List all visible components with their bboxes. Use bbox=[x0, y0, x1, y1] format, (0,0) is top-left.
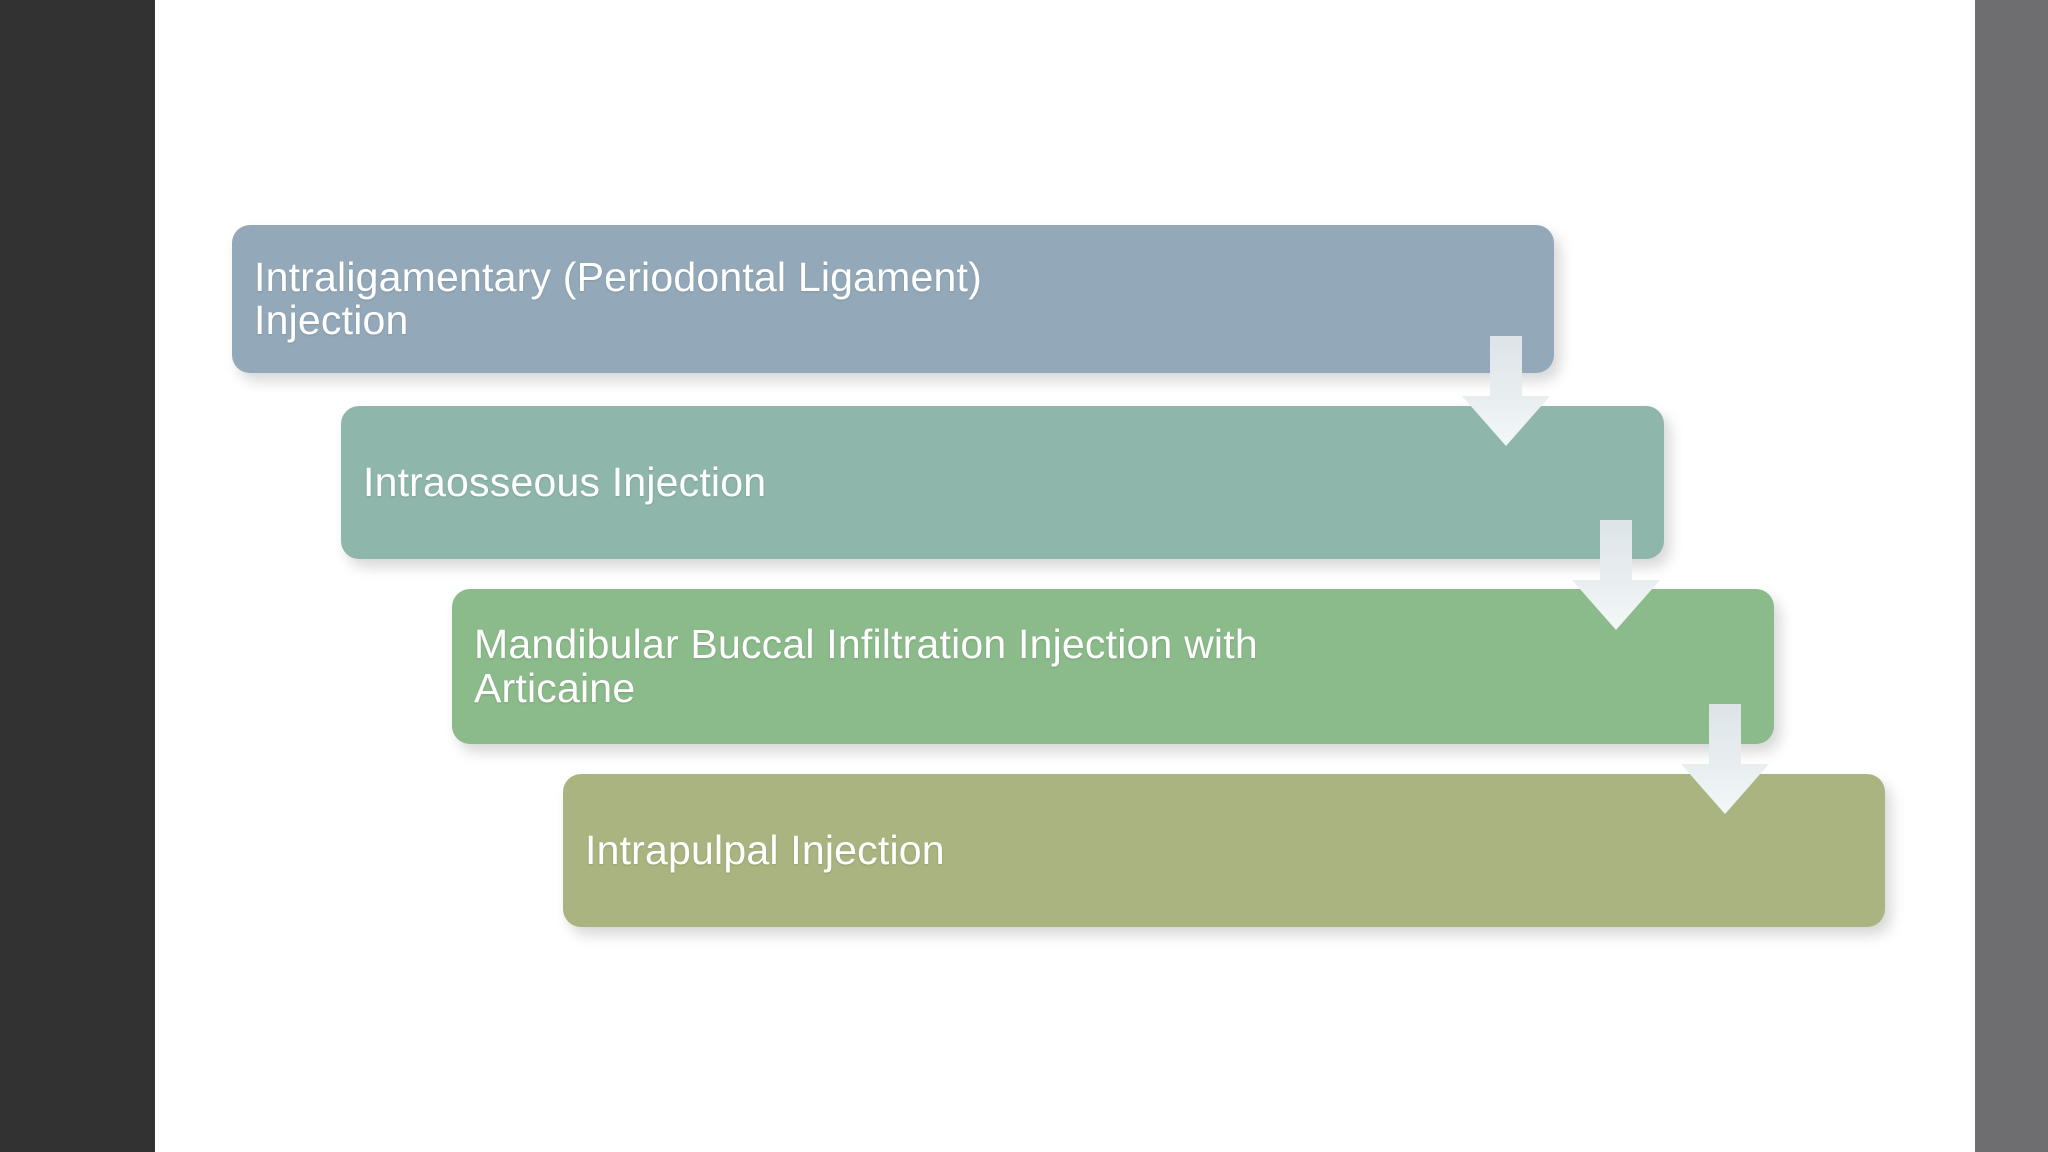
process-step-3-label: Mandibular Buccal Infiltration Injection… bbox=[474, 621, 1258, 711]
process-step-1[interactable]: Intraligamentary (Periodontal Ligament) … bbox=[232, 225, 1554, 373]
left-window-rail bbox=[0, 0, 155, 1152]
process-step-2[interactable]: Intraosseous Injection bbox=[341, 406, 1664, 559]
process-step-3[interactable]: Mandibular Buccal Infiltration Injection… bbox=[452, 589, 1774, 744]
right-window-rail bbox=[1975, 0, 2048, 1152]
process-step-4[interactable]: Intrapulpal Injection bbox=[563, 774, 1885, 927]
process-step-4-label: Intrapulpal Injection bbox=[585, 826, 945, 873]
process-step-1-label: Intraligamentary (Periodontal Ligament) … bbox=[254, 253, 982, 343]
slide-canvas: Intraligamentary (Periodontal Ligament) … bbox=[155, 0, 1975, 1152]
process-step-2-label: Intraosseous Injection bbox=[363, 458, 767, 505]
